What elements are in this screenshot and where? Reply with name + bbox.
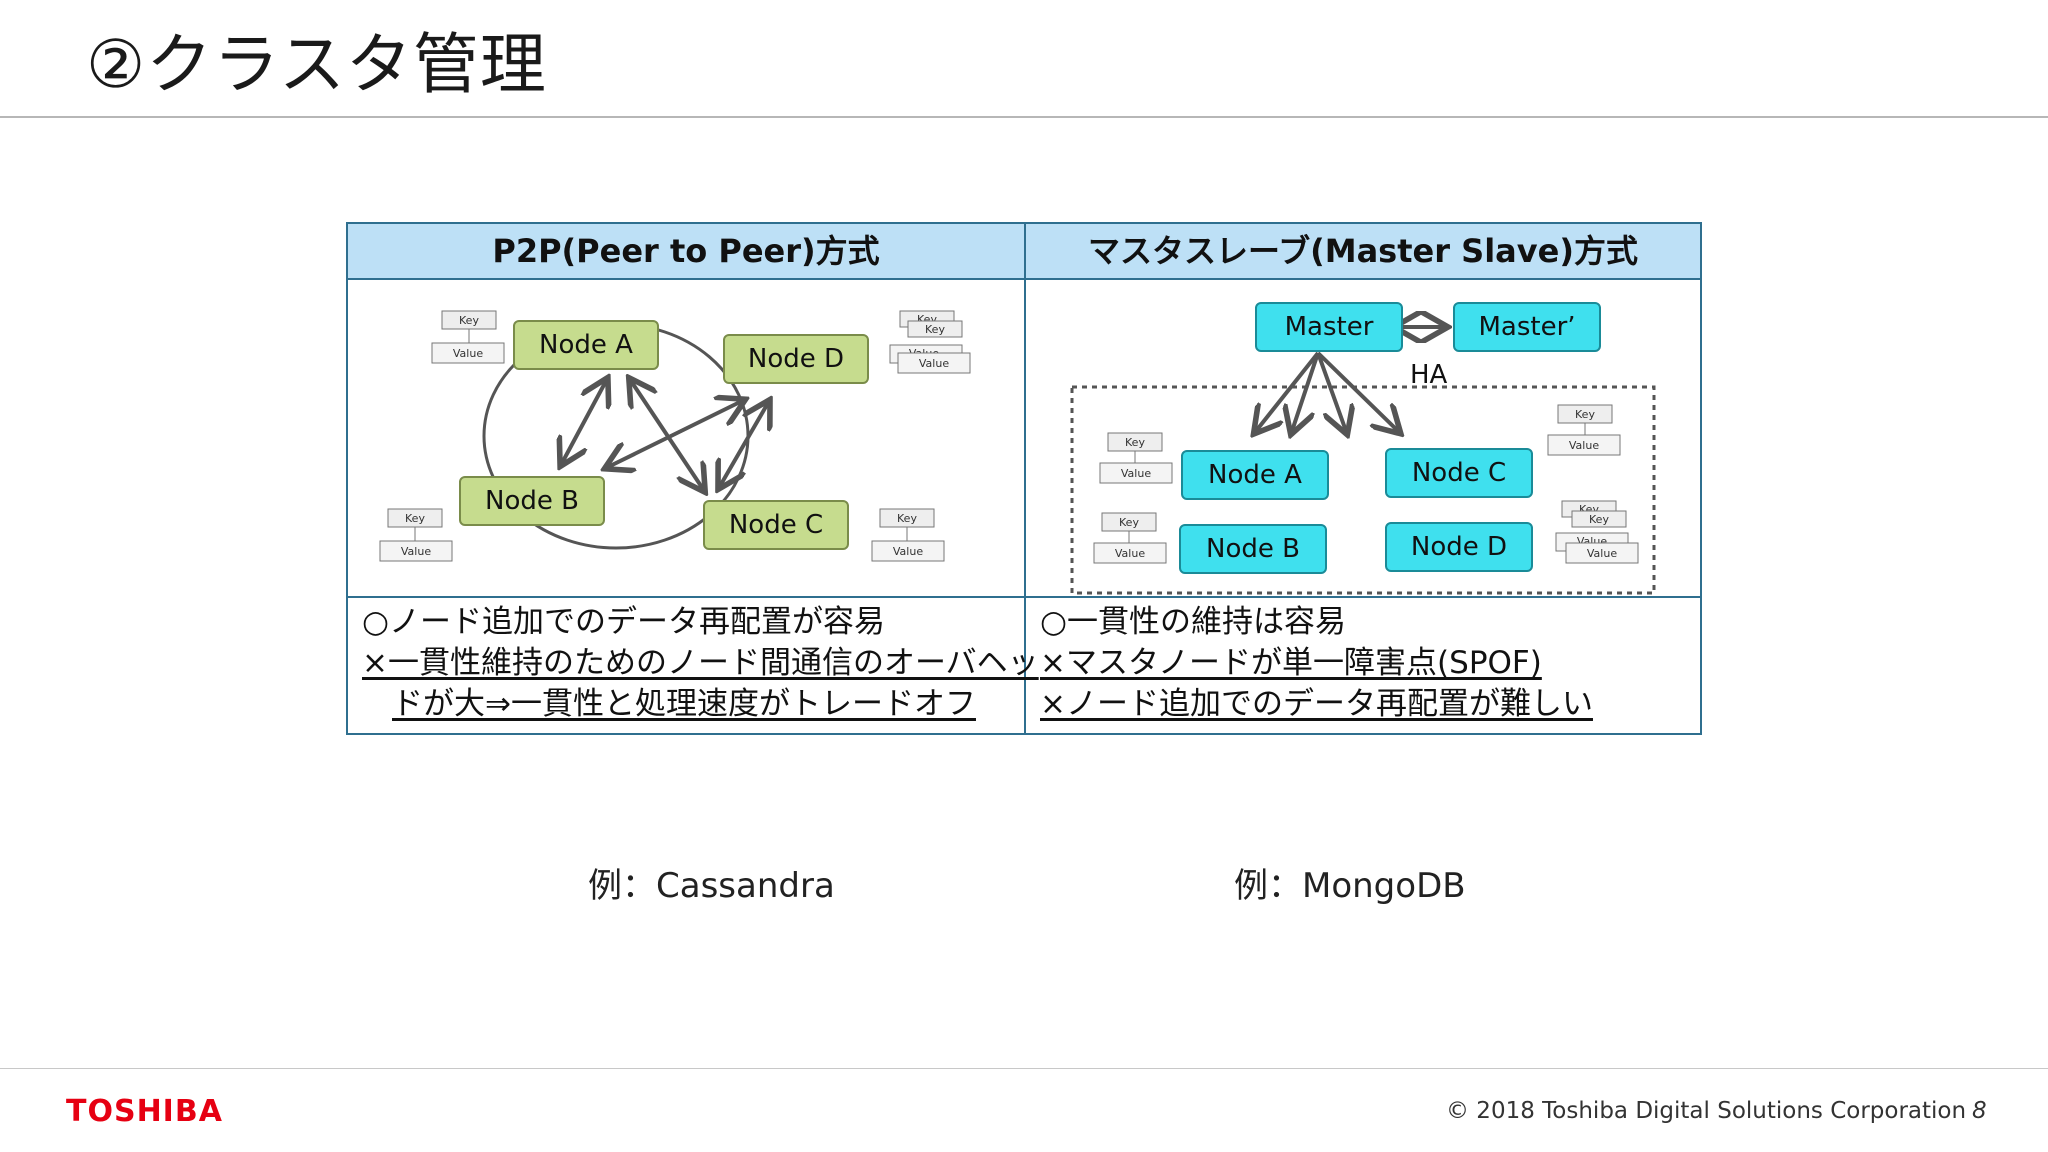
ms-pros-cons: ○一貫性の維持は容易 ×マスタノードが単一障害点(SPOF) ×ノード追加でのデ… bbox=[1040, 602, 1593, 725]
svg-text:Value: Value bbox=[401, 545, 431, 558]
svg-text:Key: Key bbox=[1589, 513, 1609, 526]
ms-node-d: Node D bbox=[1385, 522, 1533, 572]
footer-divider bbox=[0, 1068, 2048, 1069]
svg-text:Node D: Node D bbox=[748, 344, 844, 374]
svg-text:Key: Key bbox=[1575, 408, 1595, 421]
svg-text:Value: Value bbox=[1115, 547, 1145, 560]
kv-pair: Key Value bbox=[1093, 512, 1167, 564]
svg-text:Node C: Node C bbox=[1412, 458, 1506, 488]
kv-pair: Key Value bbox=[431, 310, 505, 364]
svg-text:Value: Value bbox=[919, 357, 949, 370]
svg-text:Master’: Master’ bbox=[1478, 312, 1575, 342]
title-divider bbox=[0, 116, 2048, 118]
ms-node-a: Node A bbox=[1181, 450, 1329, 500]
svg-text:Key: Key bbox=[459, 314, 479, 327]
ms-pro-line: ○一貫性の維持は容易 bbox=[1040, 604, 1347, 640]
comparison-table: P2P(Peer to Peer)方式 マスタスレーブ(Master Slave… bbox=[346, 222, 1702, 735]
svg-text:Key: Key bbox=[1125, 436, 1145, 449]
ms-con-line-1: ×マスタノードが単一障害点(SPOF) bbox=[1040, 645, 1542, 681]
master-slave-diagram: HA Master Master’ Node A Node C Node B bbox=[1070, 302, 1656, 595]
svg-text:Key: Key bbox=[897, 512, 917, 525]
ha-label: HA bbox=[1410, 360, 1448, 390]
svg-text:Key: Key bbox=[405, 512, 425, 525]
kv-pair: Key Value bbox=[1547, 404, 1621, 456]
column-divider bbox=[1024, 224, 1026, 733]
p2p-diagram: Node A Node D Node B Node C Key Value Ke… bbox=[379, 310, 971, 562]
svg-text:Node B: Node B bbox=[1206, 534, 1300, 564]
kv-pair: Key Value bbox=[871, 508, 945, 562]
svg-text:Node C: Node C bbox=[729, 510, 823, 540]
edge-d-c bbox=[720, 403, 768, 486]
slide-title: ②クラスタ管理 bbox=[86, 26, 547, 103]
svg-text:Master: Master bbox=[1285, 312, 1374, 342]
example-p2p: 例：Cassandra bbox=[588, 866, 835, 906]
svg-text:Value: Value bbox=[453, 347, 483, 360]
example-master-slave: 例：MongoDB bbox=[1234, 866, 1466, 906]
edge-a-c bbox=[631, 381, 703, 489]
edge-master-c2 bbox=[1316, 351, 1398, 431]
p2p-pro-line: ○ノード追加でのデータ再配置が容易 bbox=[362, 604, 886, 640]
p2p-node-d: Node D bbox=[723, 334, 869, 384]
ms-node-c: Node C bbox=[1385, 448, 1533, 498]
p2p-node-a: Node A bbox=[513, 320, 659, 370]
svg-text:Node B: Node B bbox=[485, 486, 579, 516]
copyright-text: © 2018 Toshiba Digital Solutions Corpora… bbox=[1446, 1098, 1967, 1124]
svg-text:Value: Value bbox=[1121, 467, 1151, 480]
svg-text:Value: Value bbox=[1587, 547, 1617, 560]
kv-stack: Key Key Value Value bbox=[1555, 500, 1639, 564]
p2p-node-c: Node C bbox=[703, 500, 849, 550]
ms-node-b: Node B bbox=[1179, 524, 1327, 574]
p2p-node-b: Node B bbox=[459, 476, 605, 526]
svg-text:Node A: Node A bbox=[1208, 460, 1302, 490]
svg-text:Value: Value bbox=[893, 545, 923, 558]
svg-text:Key: Key bbox=[925, 323, 945, 336]
p2p-con-line: ×一貫性維持のためのノード間通信のオーバヘッ bbox=[362, 645, 1039, 681]
master-backup-node: Master’ bbox=[1453, 302, 1601, 352]
svg-text:Node A: Node A bbox=[539, 330, 633, 360]
ms-con-line-2: ×ノード追加でのデータ再配置が難しい bbox=[1040, 686, 1593, 722]
kv-pair: Key Value bbox=[1099, 432, 1173, 484]
edge-master-c1 bbox=[1316, 352, 1346, 431]
header-master-slave: マスタスレーブ(Master Slave)方式 bbox=[1088, 232, 1638, 270]
svg-text:Node D: Node D bbox=[1411, 532, 1507, 562]
kv-pair: Key Value bbox=[379, 508, 453, 562]
master-node: Master bbox=[1255, 302, 1403, 352]
svg-text:Value: Value bbox=[1569, 439, 1599, 452]
svg-text:Key: Key bbox=[1119, 516, 1139, 529]
toshiba-logo: TOSHIBA bbox=[66, 1094, 223, 1129]
edge-a-b bbox=[562, 381, 606, 463]
edge-master-a2 bbox=[1292, 352, 1320, 431]
row-divider bbox=[348, 596, 1700, 598]
edge-d-b bbox=[608, 401, 742, 467]
p2p-con-line-cont: ドが大⇒一貫性と処理速度がトレードオフ bbox=[392, 686, 976, 722]
page-number: 8 bbox=[1972, 1098, 1987, 1124]
edge-master-a1 bbox=[1256, 351, 1320, 431]
cluster-boundary bbox=[1070, 385, 1656, 595]
kv-stack: Key Key Value Value bbox=[889, 310, 971, 374]
header-p2p: P2P(Peer to Peer)方式 bbox=[492, 232, 880, 270]
p2p-pros-cons: ○ノード追加でのデータ再配置が容易 ×一貫性維持のためのノード間通信のオーバヘッ… bbox=[362, 602, 1039, 725]
